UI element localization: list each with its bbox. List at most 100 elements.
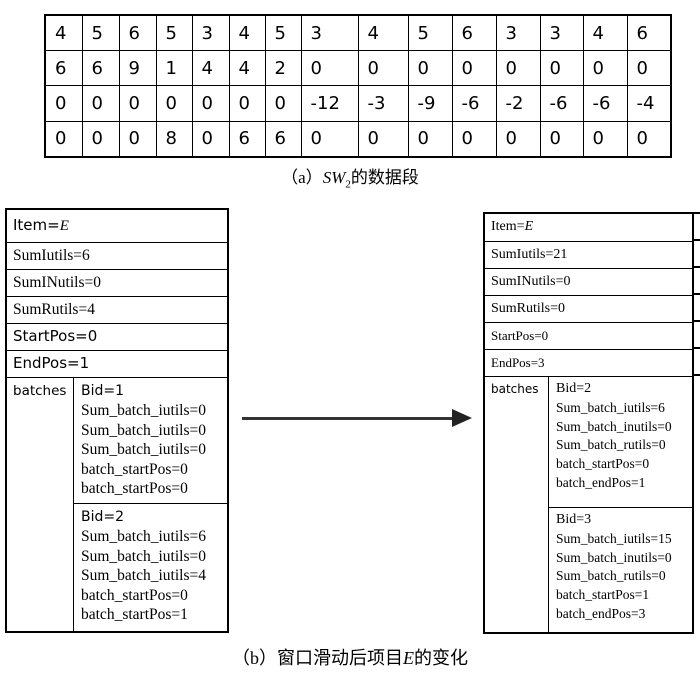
- table-cell: -6: [582, 85, 628, 122]
- field-row: SumINutils=0: [7, 270, 227, 297]
- batch-line: Sum_batch_iutils=15: [556, 530, 672, 546]
- caption-b-prefix: （b）窗口滑动后项目: [232, 648, 403, 668]
- batch-line: Sum_batch_iutils=6: [556, 399, 665, 415]
- caption-b-suffix: 的变化: [414, 648, 468, 668]
- row-extension-line: [694, 347, 700, 349]
- table-cell: 6: [228, 120, 266, 158]
- table-cell: 0: [582, 120, 628, 158]
- caption-a-sw: SW: [322, 168, 346, 187]
- field-row: SumIutils=21: [485, 242, 692, 269]
- batch-line: batch_startPos=0: [81, 480, 188, 497]
- table-cell: 0: [539, 120, 584, 158]
- table-cell: 0: [626, 120, 672, 158]
- transition-arrow-line: [242, 417, 454, 420]
- row-extension-line: [694, 239, 700, 241]
- table-cell: 3: [495, 14, 541, 52]
- table-cell: 0: [407, 120, 453, 158]
- table-cell: 4: [582, 14, 628, 52]
- item-field: Item=E: [485, 214, 692, 242]
- caption-a-suffix: 的数据段: [350, 168, 419, 187]
- table-cell: 6: [451, 14, 497, 52]
- item-value: E: [524, 219, 534, 234]
- field-row: StartPos=0: [7, 324, 227, 351]
- table-cell: -6: [451, 85, 497, 122]
- field-row: SumRutils=0: [485, 296, 692, 323]
- batch-line: Sum_batch_inutils=0: [556, 418, 672, 434]
- batch-line: Sum_batch_iutils=0: [81, 547, 206, 565]
- item-field: Item=E: [7, 210, 227, 243]
- caption-a: （a）SW2的数据段: [0, 163, 700, 190]
- table-cell: 5: [155, 14, 193, 52]
- table-cell: 6: [626, 14, 672, 52]
- batch-line: Bid=1: [81, 383, 125, 399]
- table-cell: 5: [81, 14, 120, 52]
- table-cell: -12: [300, 85, 359, 122]
- table-cell: 4: [191, 50, 230, 87]
- row-extension-line: [694, 266, 700, 268]
- table-cell: 0: [155, 85, 193, 122]
- table-cell: 0: [228, 85, 266, 122]
- item-label: Item=: [491, 219, 525, 234]
- item-label: Item=: [13, 216, 60, 234]
- table-cell: 0: [357, 120, 409, 158]
- table-cell: 0: [264, 85, 302, 122]
- table-cell: 0: [582, 50, 628, 87]
- table-cell: 0: [44, 120, 83, 158]
- table-cell: 0: [451, 50, 497, 87]
- table-cell: 6: [81, 50, 120, 87]
- table-cell: 5: [264, 14, 302, 52]
- table-cell: 4: [44, 14, 83, 52]
- table-cell: -9: [407, 85, 453, 122]
- table-cell: 6: [118, 14, 157, 52]
- field-row: EndPos=1: [7, 351, 227, 378]
- table-cell: 6: [264, 120, 302, 158]
- batch-line: batch_startPos=0: [556, 456, 650, 472]
- batch-line: Sum_batch_iutils=0: [81, 421, 206, 439]
- table-cell: 0: [451, 120, 497, 158]
- table-cell: 3: [191, 14, 230, 52]
- table-cell: 0: [118, 85, 157, 122]
- batch-line: Sum_batch_inutils=0: [556, 549, 672, 565]
- field-row: StartPos=0: [485, 323, 692, 350]
- batch-line: batch_startPos=0: [81, 460, 188, 478]
- caption-a-prefix: （a）: [281, 168, 323, 187]
- table-cell: 0: [495, 120, 541, 158]
- table-cell: 0: [626, 50, 672, 87]
- batches-label: batches: [7, 378, 74, 631]
- caption-a-subscript: 2: [345, 178, 351, 191]
- batch-line: Bid=2: [556, 381, 592, 396]
- batches-label: batches: [485, 377, 549, 632]
- table-cell: 0: [191, 85, 230, 122]
- caption-b-item: E: [403, 648, 414, 668]
- table-cell: 0: [81, 85, 120, 122]
- batch-line: Bid=3: [556, 512, 592, 527]
- table-cell: 3: [300, 14, 359, 52]
- table-cell: 1: [155, 50, 193, 87]
- batch-line: Sum_batch_iutils=6: [81, 528, 206, 545]
- field-row: SumIutils=6: [7, 243, 227, 270]
- table-cell: 0: [44, 85, 83, 122]
- transition-arrow-head-icon: [452, 409, 472, 427]
- table-cell: 4: [228, 50, 266, 87]
- table-cell: -6: [539, 85, 584, 122]
- field-row: SumRutils=4: [7, 297, 227, 324]
- batch-line: Sum_batch_iutils=0: [81, 441, 206, 458]
- table-cell: 0: [300, 50, 359, 87]
- table-cell: 0: [495, 50, 541, 87]
- batch-line: batch_startPos=1: [556, 587, 650, 603]
- batch-line: Sum_batch_iutils=4: [81, 567, 206, 584]
- table-cell: 0: [118, 120, 157, 158]
- table-cell: 0: [357, 50, 409, 87]
- table-cell: -3: [357, 85, 409, 122]
